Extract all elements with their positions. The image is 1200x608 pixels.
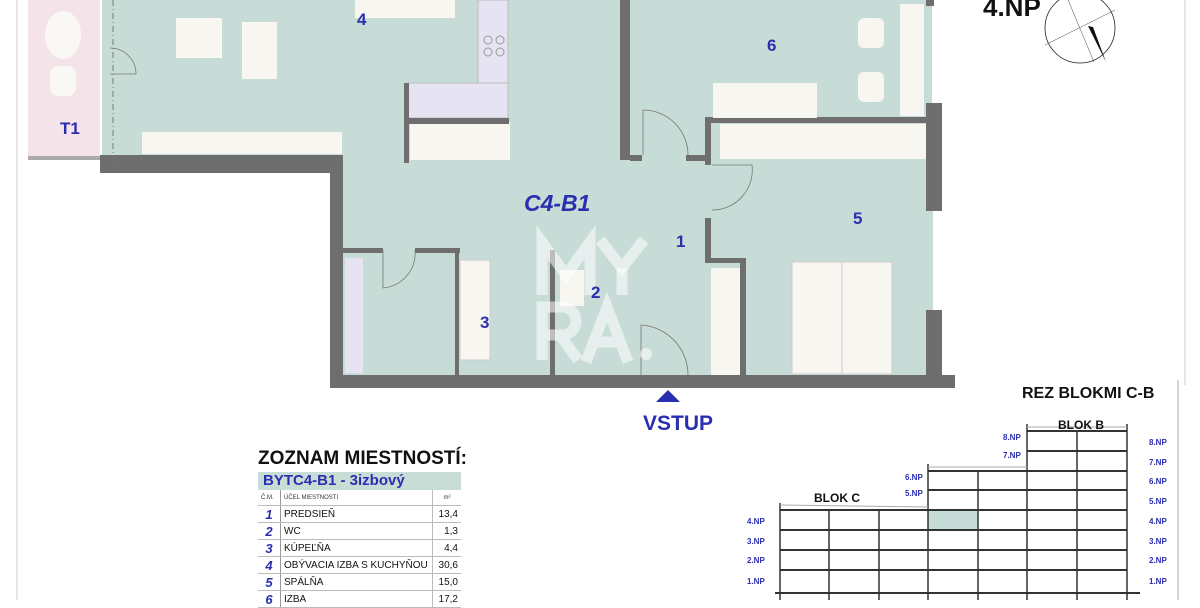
entrance-arrow-icon bbox=[656, 390, 680, 402]
room-list-title: ZOZNAM MIESTNOSTÍ: bbox=[258, 448, 467, 469]
terrace-railing bbox=[28, 156, 100, 160]
kitchen-island bbox=[407, 82, 509, 119]
chair bbox=[858, 72, 884, 102]
section-title: REZ BLOKMI C-B bbox=[1022, 385, 1155, 402]
desk bbox=[713, 83, 817, 118]
walls bbox=[100, 0, 955, 388]
block-b-label: BLOK B bbox=[1058, 418, 1104, 432]
wardrobe-bedroom bbox=[720, 124, 926, 159]
wardrobe-hall-2 bbox=[711, 268, 740, 375]
room-label-2: 2 bbox=[591, 283, 601, 302]
terrace-chair bbox=[50, 66, 76, 96]
chair bbox=[858, 18, 884, 48]
level-label: 3.NP bbox=[1149, 537, 1167, 546]
level-label: 2.NP bbox=[1149, 556, 1167, 565]
wardrobe-hall bbox=[410, 122, 510, 160]
table bbox=[176, 18, 222, 58]
room-label-5: 5 bbox=[853, 209, 863, 228]
room-label-3: 3 bbox=[480, 313, 490, 332]
bathroom-counter bbox=[345, 258, 363, 373]
block-c-label: BLOK C bbox=[814, 491, 860, 505]
table-header: Č.M. ÚČEL MIESTNOSTI m² bbox=[258, 490, 461, 506]
level-label: 7.NP bbox=[1149, 458, 1167, 467]
col-area: m² bbox=[432, 490, 461, 506]
level-label: 1.NP bbox=[747, 577, 765, 586]
terrace-label: T1 bbox=[60, 119, 80, 138]
watermark-logo bbox=[536, 225, 652, 364]
unit-heading: BYTC4-B1 - 3izbový bbox=[258, 472, 461, 490]
level-label: 1.NP bbox=[1149, 577, 1167, 586]
north-arrow-icon bbox=[1044, 0, 1116, 64]
level-label: 5.NP bbox=[1149, 497, 1167, 506]
col-name: ÚČEL MIESTNOSTI bbox=[280, 490, 433, 506]
room-label-1: 1 bbox=[676, 232, 686, 251]
level-label: 2.NP bbox=[747, 556, 765, 565]
dining-chairs bbox=[355, 0, 455, 18]
sideboard bbox=[142, 132, 342, 154]
level-label: 6.NP bbox=[1149, 477, 1167, 486]
room-label-6: 6 bbox=[767, 36, 777, 55]
shelf bbox=[900, 4, 924, 116]
level-label: 8.NP bbox=[1149, 438, 1167, 447]
level-label: 4.NP bbox=[1149, 517, 1167, 526]
terrace-table bbox=[45, 11, 81, 59]
level-label: 4.NP bbox=[747, 517, 765, 526]
room-list-table: BYTC4-B1 - 3izbový Č.M. ÚČEL MIESTNOSTI … bbox=[258, 472, 461, 608]
unit-label: C4-B1 bbox=[524, 190, 591, 216]
door-swings bbox=[109, 47, 753, 376]
armchair bbox=[242, 22, 277, 79]
entrance-label: VSTUP bbox=[643, 412, 714, 435]
level-label: 3.NP bbox=[747, 537, 765, 546]
level-label: 5.NP bbox=[905, 489, 923, 498]
room-label-4: 4 bbox=[357, 10, 367, 29]
level-label: 6.NP bbox=[905, 473, 923, 482]
col-no: Č.M. bbox=[258, 490, 281, 506]
floor-label: 4.NP bbox=[983, 0, 1041, 22]
level-label: 8.NP bbox=[1003, 433, 1021, 442]
bathtub bbox=[459, 259, 491, 361]
level-label: 7.NP bbox=[1003, 451, 1021, 460]
